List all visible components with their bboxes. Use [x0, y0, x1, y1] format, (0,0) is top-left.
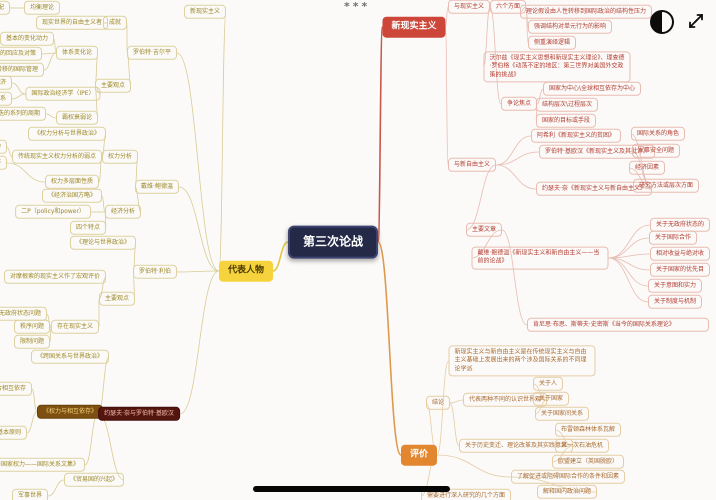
mindmap-node-l43[interactable]: 新现实主义	[183, 4, 227, 20]
mindmap-node-l8[interactable]: 罗伯特·吉尔平	[127, 45, 177, 61]
mindmap-node-r27[interactable]: 肯尼思·布思、斯蒂夫·史密斯《当今的国际关系理论》	[527, 317, 709, 333]
mindmap-node-r12[interactable]: 阿希利《新现实主义的贫困》	[530, 128, 622, 144]
mindmap-node-r8[interactable]: 国家为中心\全球相互依存为中心	[542, 81, 642, 97]
theme-toggle-icon[interactable]	[650, 10, 674, 34]
mindmap-node-r6[interactable]: 沃尔兹《现实主义思想和新现实主义理论》、理查德·罗伯格《动荡不定的地区：第三世界…	[483, 51, 631, 83]
mindmap-node-dp[interactable]: 代表人物	[218, 260, 274, 282]
mindmap-node-r7[interactable]: 争论焦点	[500, 96, 538, 112]
mindmap-node-l24[interactable]: 二P（policy和power）	[15, 204, 91, 220]
mindmap-node-l1[interactable]: 分配	[0, 0, 11, 16]
mindmap-node-l40[interactable]: 《国际制度与国家权力——国际关系文集》	[0, 457, 86, 473]
mindmap-node-l9[interactable]: 力转移的国际管理	[0, 62, 45, 78]
mindmap-node-l21[interactable]: 权力多层面性质	[44, 174, 100, 190]
mindmap-node-l37[interactable]: 《权力与相互依存》	[36, 404, 104, 420]
mindmap-node-l16[interactable]: 《权力分析与世界政治》	[27, 126, 107, 142]
mindmap-node-r13[interactable]: 罗伯特·基欧汉《新现实主义及其批评》	[539, 144, 655, 160]
mindmap-node-l23[interactable]: 《经济治国方略》	[41, 188, 103, 204]
mindmap-node-r1[interactable]: 与现实主义	[447, 0, 491, 15]
mindmap-node-l39[interactable]: 三个基本原则	[0, 425, 28, 441]
mindmap-node-l14[interactable]: 兴衰更迭的系列的周期	[0, 106, 47, 122]
mindmap-node-l20[interactable]: 作	[0, 155, 8, 171]
mindmap-node-l11[interactable]: 国际政治经济学（IPE）	[25, 86, 101, 102]
mindmap-node-l19[interactable]: 权力分析	[101, 149, 139, 165]
mindmap-node-l6[interactable]: 斗争的回应及对策	[0, 46, 43, 62]
mindmap-node-l42[interactable]: 军事世界	[11, 488, 49, 500]
mindmap-node-l32[interactable]: 秩序问题	[13, 319, 51, 335]
more-indicator[interactable]: ***	[344, 0, 371, 13]
mindmap-node-r20[interactable]: 戴维·鲍德温《新现实主义和新自由主义——当前的论战》	[471, 246, 609, 270]
mindmap-node-r9[interactable]: 结构层次\过程层次	[535, 97, 599, 113]
mindmap-node-l35[interactable]: 《跨国关系与世界政治》	[30, 349, 110, 365]
mindmap-node-r26[interactable]: 关于制度与机制	[647, 294, 703, 310]
scrollbar-handle[interactable]	[253, 486, 450, 492]
mindmap-node-b0[interactable]: 评价	[400, 444, 438, 466]
mindmap-node-b6[interactable]: 关于国家间关系	[534, 406, 590, 422]
mindmap-node-l7[interactable]: 体系变化论	[55, 45, 99, 61]
mindmap-node-b10[interactable]: 欧盟建立（英国脱欧）	[551, 454, 625, 470]
mindmap-node-b11[interactable]: 了解促进或阻碍国际合作的条件和因素	[510, 469, 626, 485]
mindmap-node-r5[interactable]: 侧重演绎逻辑	[527, 35, 577, 51]
mindmap-node-l22[interactable]: 戴维·鲍德温	[135, 179, 179, 195]
mindmap-node-l5[interactable]: 基本的变化动力	[0, 31, 55, 47]
mindmap-node-b5[interactable]: 关于国家	[532, 391, 570, 407]
mindmap-node-l10[interactable]: 经济	[0, 75, 13, 91]
mindmap-node-l26[interactable]: 四个特点	[69, 220, 107, 236]
mindmap-node-b2[interactable]: 结论	[425, 395, 451, 411]
mindmap-node-l30[interactable]: 主要观点	[98, 291, 136, 307]
mindmap-node-l13[interactable]: 体系	[0, 91, 13, 107]
mindmap-node-l25[interactable]: 经济分析	[104, 204, 142, 220]
mindmap-node-l3[interactable]: 现实世界的自由主义者	[35, 15, 109, 31]
mindmap-node-r25[interactable]: 关于意图和实力	[647, 278, 703, 294]
mindmap-node-l38[interactable]: 约瑟夫·奈与罗伯特·基欧汉	[98, 406, 180, 422]
mindmap-node-l18[interactable]: 传统现实主义权力分析的弱点	[11, 149, 103, 165]
mindmap-node-l33[interactable]: 存在现实主义	[50, 319, 100, 335]
mindmap-node-b12[interactable]: 解释国内政治问题	[536, 484, 598, 500]
mindmap-node-r4[interactable]: 强调结构对单元行为的影响	[527, 19, 613, 35]
mindmap-node-l4[interactable]: 成就	[102, 15, 128, 31]
mindmap-node-b4[interactable]: 关于人	[532, 376, 564, 392]
mindmap-node-b9[interactable]: 第一次石油危机	[554, 438, 610, 454]
mindmap-node-r23[interactable]: 相对收益与绝对收	[649, 246, 711, 262]
mindmap-node-c[interactable]: 第三次论战	[287, 225, 379, 259]
mindmap-node-r16[interactable]: 军事安全问题	[631, 143, 681, 159]
mindmap-node-l41[interactable]: 《贸易国的兴起》	[63, 472, 125, 488]
mindmap-node-l2[interactable]: 均衡理论	[23, 0, 61, 16]
mindmap-node-r15[interactable]: 国际关系的角色	[630, 126, 686, 142]
mindmap-node-r17[interactable]: 经济因素	[628, 160, 666, 176]
mindmap-node-r10[interactable]: 国家的目标或手段	[535, 113, 597, 129]
mindmap-node-l29[interactable]: 对摩根索的现实主义作了宏观评价	[3, 269, 107, 285]
mindmap-node-l27[interactable]: 《理论与世界政治》	[69, 235, 137, 251]
mindmap-node-r18[interactable]: 研究方法或层次方面	[632, 178, 700, 194]
fit-screen-icon[interactable]	[686, 11, 706, 31]
mindmap-node-r11[interactable]: 与新自由主义	[447, 157, 497, 173]
mindmap-node-r3[interactable]: 理论假设由人性转移到国际政治的结构性压力	[519, 4, 653, 20]
mindmap-node-b1[interactable]: 新现实主义与新自由主义是在传统现实主义与自由主义基础上发展出来的两个涉及国际关系…	[448, 345, 596, 377]
mindmap-node-r19[interactable]: 主要文章	[465, 222, 503, 238]
mindmap-node-l15[interactable]: 霸权衰弱论	[55, 110, 99, 126]
mindmap-node-l36[interactable]: 复合相互依存	[0, 381, 33, 397]
mindmap-node-l28[interactable]: 罗伯特·利伯	[133, 264, 177, 280]
mindmap-node-r24[interactable]: 关于国家的优先目	[649, 262, 711, 278]
mindmap-node-l34[interactable]: 限制问题	[13, 334, 51, 350]
mindmap-node-r0[interactable]: 新现实主义	[382, 16, 446, 38]
mindmap-node-l17[interactable]: 力	[0, 139, 8, 155]
mindmap-node-r22[interactable]: 关于国际合作	[648, 230, 698, 246]
mindmap-node-l12[interactable]: 主要观点	[94, 78, 132, 94]
mindmap-node-b8[interactable]: 布雷顿森林体系瓦解	[554, 422, 622, 438]
